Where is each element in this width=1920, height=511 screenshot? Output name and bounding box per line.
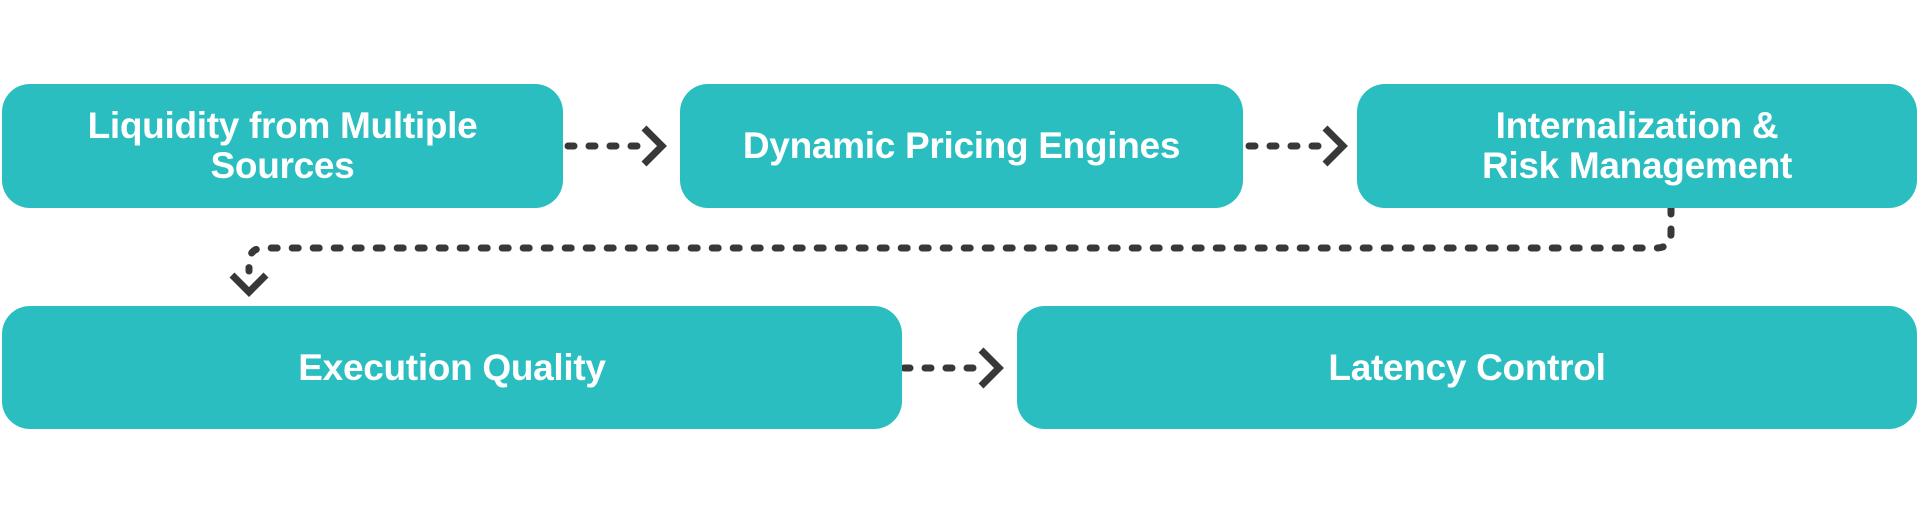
- edge-execution-to-latency: [900, 347, 1004, 389]
- arrowhead-right-icon: [641, 125, 667, 167]
- node-internalization-risk-management: Internalization & Risk Management: [1357, 84, 1917, 208]
- node-dynamic-pricing-engines-label: Dynamic Pricing Engines: [742, 125, 1181, 166]
- arrowhead-right-icon: [978, 347, 1004, 389]
- edge-internalization-to-execution: [229, 204, 1675, 297]
- edge-liquidity-to-pricing: [564, 125, 667, 167]
- node-dynamic-pricing-engines: Dynamic Pricing Engines: [680, 84, 1243, 208]
- node-latency-control: Latency Control: [1017, 306, 1917, 429]
- arrowhead-right-icon: [1322, 125, 1348, 167]
- edge-internalization-to-execution-line: [245, 204, 1675, 275]
- node-execution-quality-label: Execution Quality: [298, 346, 606, 388]
- node-latency-control-label: Latency Control: [1328, 346, 1606, 388]
- node-internalization-risk-management-label: Internalization & Risk Management: [1481, 105, 1793, 186]
- node-liquidity-sources-label: Liquidity from Multiple Sources: [87, 105, 478, 186]
- node-execution-quality: Execution Quality: [2, 306, 902, 429]
- node-liquidity-sources: Liquidity from Multiple Sources: [2, 84, 563, 208]
- arrowhead-down-icon: [229, 272, 269, 297]
- edge-pricing-to-internalization: [1245, 125, 1348, 167]
